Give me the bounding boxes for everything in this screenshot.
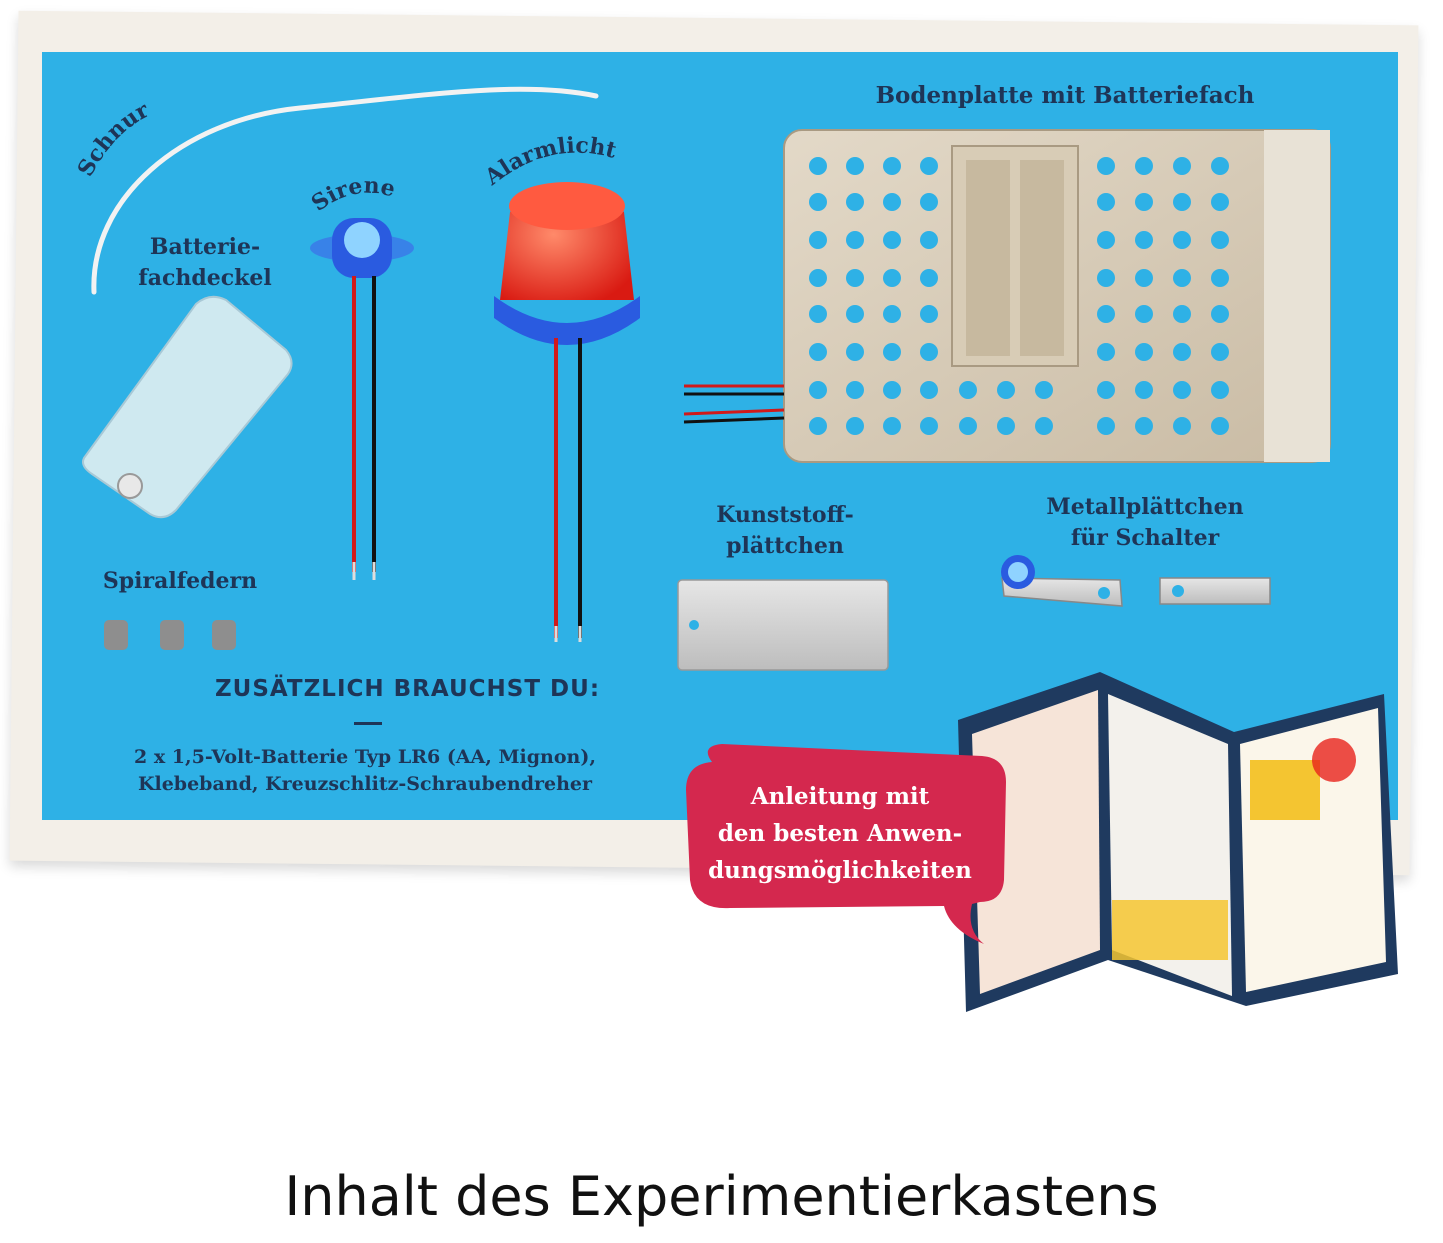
anleitung-speech-bubble bbox=[686, 744, 1006, 944]
kunststoffplaettchen-label: Kunststoff- plättchen bbox=[716, 502, 854, 559]
schnur-wire bbox=[91, 86, 599, 295]
schnur-label: Schnur bbox=[73, 97, 154, 181]
alarmlicht-icon bbox=[494, 182, 640, 642]
caption: Inhalt des Experimentierkastens bbox=[284, 1165, 1159, 1228]
anleitung-leaflet-icon bbox=[958, 672, 1398, 1012]
metallplaettchen-label: Metallplättchen für Schalter bbox=[1046, 494, 1244, 551]
sirene-icon bbox=[310, 218, 414, 580]
metallplaettchen-icon bbox=[1001, 555, 1271, 607]
zusaetzlich-text: 2 x 1,5-Volt-Batterie Typ LR6 (AA, Migno… bbox=[134, 746, 596, 795]
spiralfedern-icon bbox=[104, 620, 236, 650]
zusaetzlich-heading: ZUSÄTZLICH BRAUCHST DU: bbox=[215, 676, 601, 702]
batteriefachdeckel-label: Batterie- fachdeckel bbox=[138, 234, 272, 291]
bubble-text: Anleitung mit den besten Anwen- dungsmög… bbox=[708, 783, 972, 884]
alarmlicht-label: Alarmlicht bbox=[479, 132, 620, 191]
batteriefachdeckel-icon bbox=[82, 295, 293, 519]
kunststoffplaettchen-icon bbox=[677, 579, 889, 671]
bodenplatte-label: Bodenplatte mit Batteriefach bbox=[875, 82, 1255, 109]
bodenplatte-icon bbox=[683, 129, 1331, 463]
spiralfedern-label: Spiralfedern bbox=[102, 568, 258, 594]
heading-divider bbox=[354, 722, 382, 725]
sirene-label: Sirene bbox=[307, 172, 398, 216]
